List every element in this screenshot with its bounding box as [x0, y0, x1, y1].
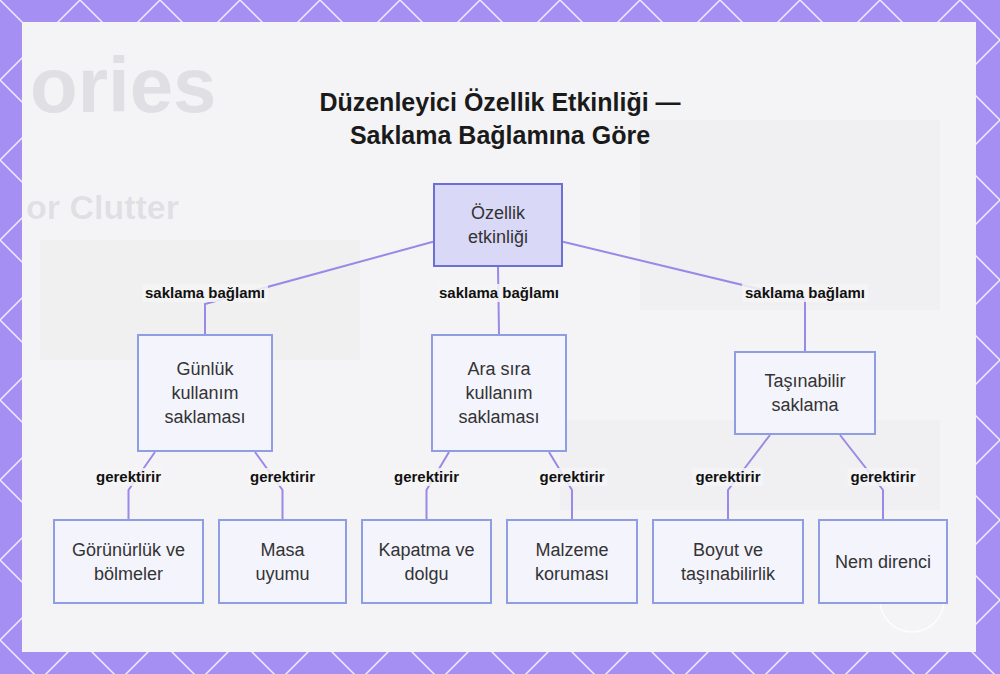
node-text: Nem direnci [835, 550, 931, 574]
category-box: Masa uyumu [218, 519, 347, 604]
edge-label: gerektirir [536, 468, 607, 486]
node-text: Masa uyumu [234, 538, 331, 586]
photo-blur [640, 120, 940, 310]
node-text: Kapatma ve dolgu [377, 538, 476, 586]
node-text: Görünürlük ve bölmeler [69, 538, 188, 586]
panel [22, 22, 976, 652]
node-text: Günlük kullanım saklaması [153, 357, 257, 429]
category-box: Nem direnci [818, 519, 948, 604]
watermark-text: ories [30, 40, 216, 131]
category-box: Taşınabilir saklama [734, 351, 876, 435]
edge-label: gerektirir [692, 468, 763, 486]
node-text: Özellik etkinliği [449, 201, 547, 249]
diagram-title: Düzenleyici Özellik Etkinliği — Saklama … [290, 86, 710, 152]
edge-label: saklama bağlamı [742, 284, 868, 302]
watermark-text: or Clutter [26, 188, 179, 227]
category-box: Günlük kullanım saklaması [137, 334, 273, 452]
category-box: Ara sıra kullanım saklaması [431, 334, 567, 452]
edge-label: gerektirir [391, 468, 462, 486]
edge-label: saklama bağlamı [436, 284, 562, 302]
node-text: Malzeme koruması [522, 538, 622, 586]
category-box: Boyut ve taşınabilirlik [652, 519, 804, 604]
node-text: Boyut ve taşınabilirlik [668, 538, 788, 586]
edge-label: gerektirir [247, 468, 318, 486]
category-box: Kapatma ve dolgu [361, 519, 492, 604]
category-box: Görünürlük ve bölmeler [53, 519, 204, 604]
edge-label: gerektirir [847, 468, 918, 486]
edge-label: saklama bağlamı [142, 284, 268, 302]
node-text: Ara sıra kullanım saklaması [447, 357, 551, 429]
root-box: Özellik etkinliği [433, 183, 563, 267]
edge-label: gerektirir [93, 468, 164, 486]
category-box: Malzeme koruması [506, 519, 638, 604]
node-text: Taşınabilir saklama [750, 369, 860, 417]
